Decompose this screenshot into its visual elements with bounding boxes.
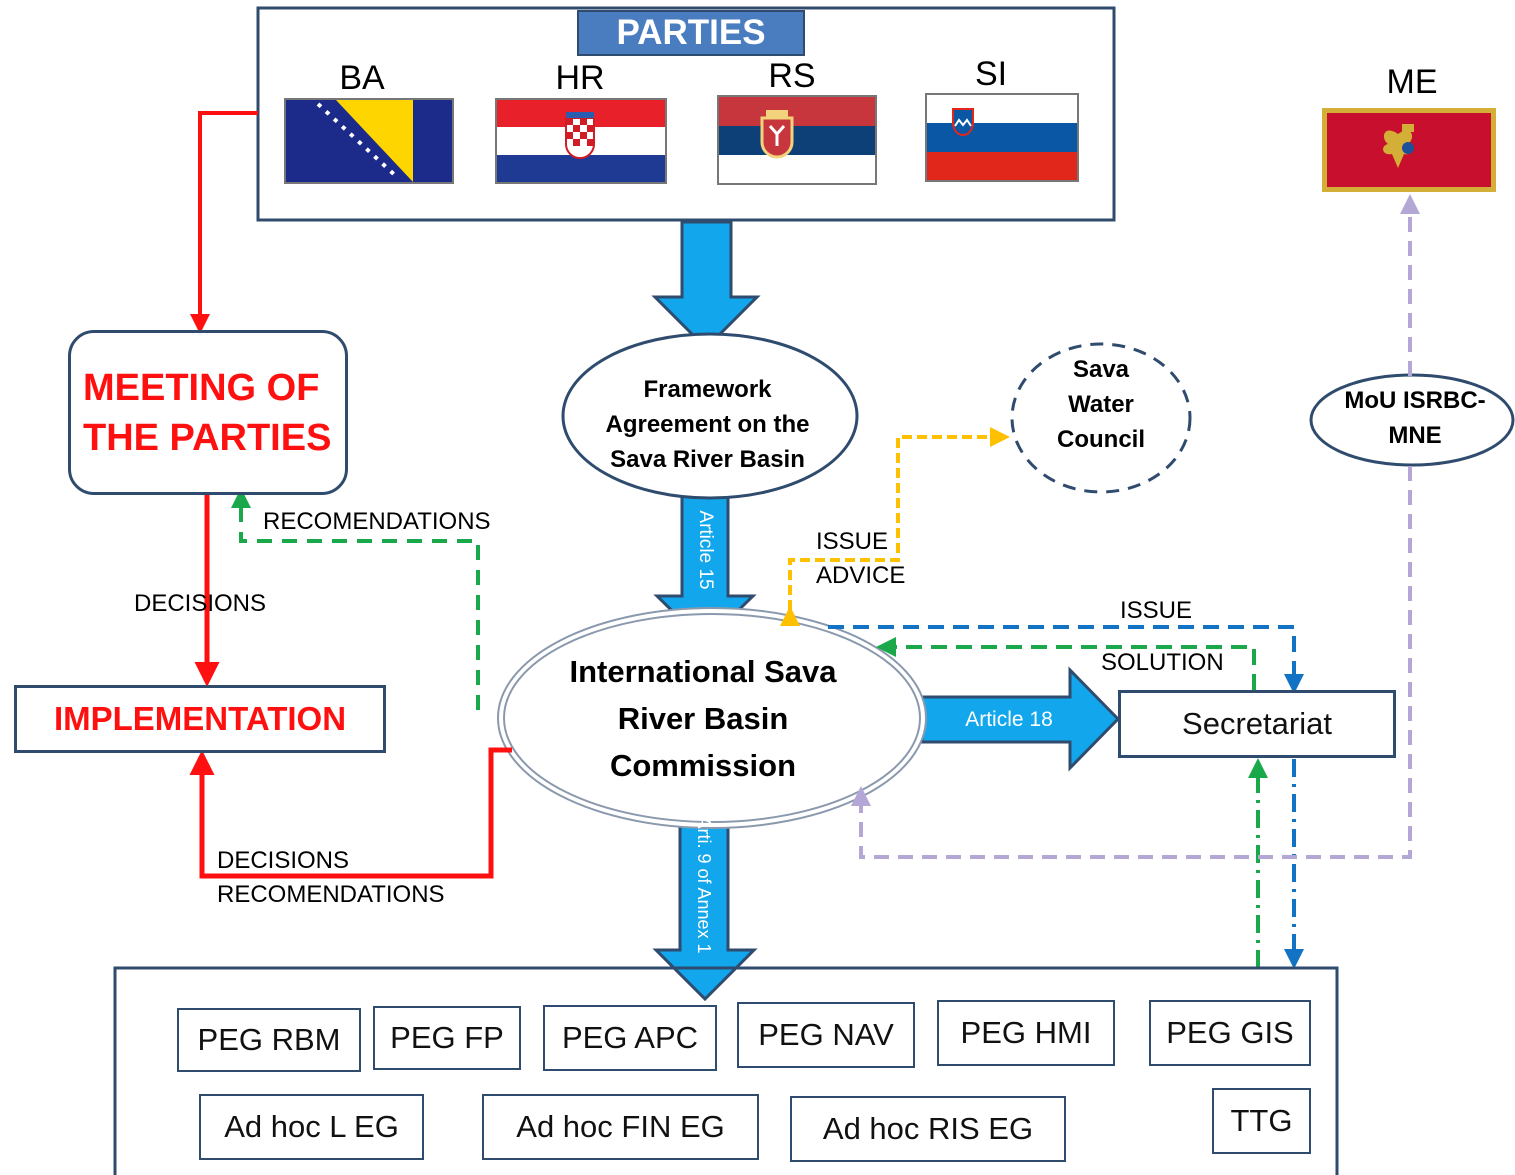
secretariat-node: Secretariat <box>1118 690 1396 758</box>
implementation-label: IMPLEMENTATION <box>53 700 347 737</box>
groups-frame <box>113 966 1339 1175</box>
group-adhoc-l-eg-label: Ad hoc L EG <box>224 1109 399 1144</box>
issue-label: ISSUE <box>1120 597 1193 624</box>
observer-code-me: ME <box>1386 62 1438 101</box>
meeting-of-parties-label: MEETING OF THE PARTIES <box>83 366 332 459</box>
group-peg-fp: PEG FP <box>373 1006 521 1070</box>
article9-label: Arti. 9 of Annex 1 <box>694 816 715 954</box>
group-adhoc-fin-eg: Ad hoc FIN EG <box>482 1094 759 1160</box>
parties-to-framework-arrow <box>651 220 761 351</box>
recomendations-label-2: RECOMENDATIONS <box>217 881 445 908</box>
group-adhoc-ris-eg-label: Ad hoc RIS EG <box>822 1111 1034 1146</box>
article15-label: Article 15 <box>695 510 716 590</box>
group-peg-rbm-label: PEG RBM <box>197 1022 341 1057</box>
flag-ba-icon <box>284 98 454 184</box>
group-peg-nav-label: PEG NAV <box>758 1017 894 1052</box>
parties-header: PARTIES <box>616 13 766 52</box>
group-adhoc-fin-eg-label: Ad hoc FIN EG <box>516 1109 725 1144</box>
party-code-ba: BA <box>339 58 385 97</box>
issue-advice-line <box>780 427 1010 626</box>
recommendations-line <box>231 488 480 710</box>
commission-to-implementation-line <box>189 747 512 879</box>
group-ttg-label: TTG <box>1230 1103 1293 1138</box>
group-adhoc-l-eg: Ad hoc L EG <box>199 1094 424 1160</box>
party-code-rs: RS <box>768 56 816 95</box>
flag-si-icon <box>925 93 1079 182</box>
decisions-label: DECISIONS <box>134 590 267 617</box>
parties-to-meeting-line <box>190 111 258 334</box>
group-peg-hmi: PEG HMI <box>937 1000 1115 1066</box>
group-peg-apc: PEG APC <box>543 1005 717 1071</box>
decisions-label-2: DECISIONS <box>217 847 350 874</box>
group-peg-nav: PEG NAV <box>737 1002 915 1068</box>
group-peg-gis: PEG GIS <box>1149 1000 1311 1066</box>
flag-hr-icon <box>495 98 667 184</box>
solution-line <box>876 637 1256 690</box>
group-peg-rbm: PEG RBM <box>177 1008 361 1072</box>
mou-to-commission-line <box>851 466 1412 859</box>
party-code-si: SI <box>974 54 1008 93</box>
meeting-of-parties-node: MEETING OF THE PARTIES <box>68 330 348 495</box>
solution-label: SOLUTION <box>1101 649 1224 676</box>
article18-label: Article 18 <box>965 708 1053 731</box>
group-peg-fp-label: PEG FP <box>390 1020 504 1055</box>
flag-rs-icon <box>717 95 877 185</box>
party-code-hr: HR <box>555 58 605 97</box>
recomendations-label: RECOMENDATIONS <box>263 508 491 535</box>
group-peg-apc-label: PEG APC <box>561 1020 699 1055</box>
mou-label: MoU ISRBC- MNE <box>1344 387 1486 449</box>
group-adhoc-ris-eg: Ad hoc RIS EG <box>790 1096 1066 1162</box>
implementation-node: IMPLEMENTATION <box>14 685 386 753</box>
group-peg-hmi-label: PEG HMI <box>960 1015 1092 1050</box>
flag-me-icon <box>1322 108 1496 192</box>
commission-label: International Sava River Basin Commissio… <box>569 653 837 783</box>
council-label: Sava Water Council <box>1057 355 1145 453</box>
issue-advice-label-1: ISSUE <box>816 528 889 555</box>
framework-label: Framework Agreement on the Sava River Ba… <box>605 375 810 473</box>
parties-header-bg <box>577 10 805 56</box>
commission-ellipse-inner <box>503 613 921 823</box>
group-peg-gis-label: PEG GIS <box>1166 1015 1294 1050</box>
issue-advice-label-2: ADVICE <box>816 562 906 589</box>
issue-line <box>828 625 1304 694</box>
council-ellipse <box>1010 342 1192 494</box>
group-ttg: TTG <box>1212 1088 1311 1154</box>
article18-arrow <box>920 666 1121 772</box>
commission-ellipse-outer <box>497 607 927 829</box>
secretariat-label: Secretariat <box>1182 706 1332 741</box>
